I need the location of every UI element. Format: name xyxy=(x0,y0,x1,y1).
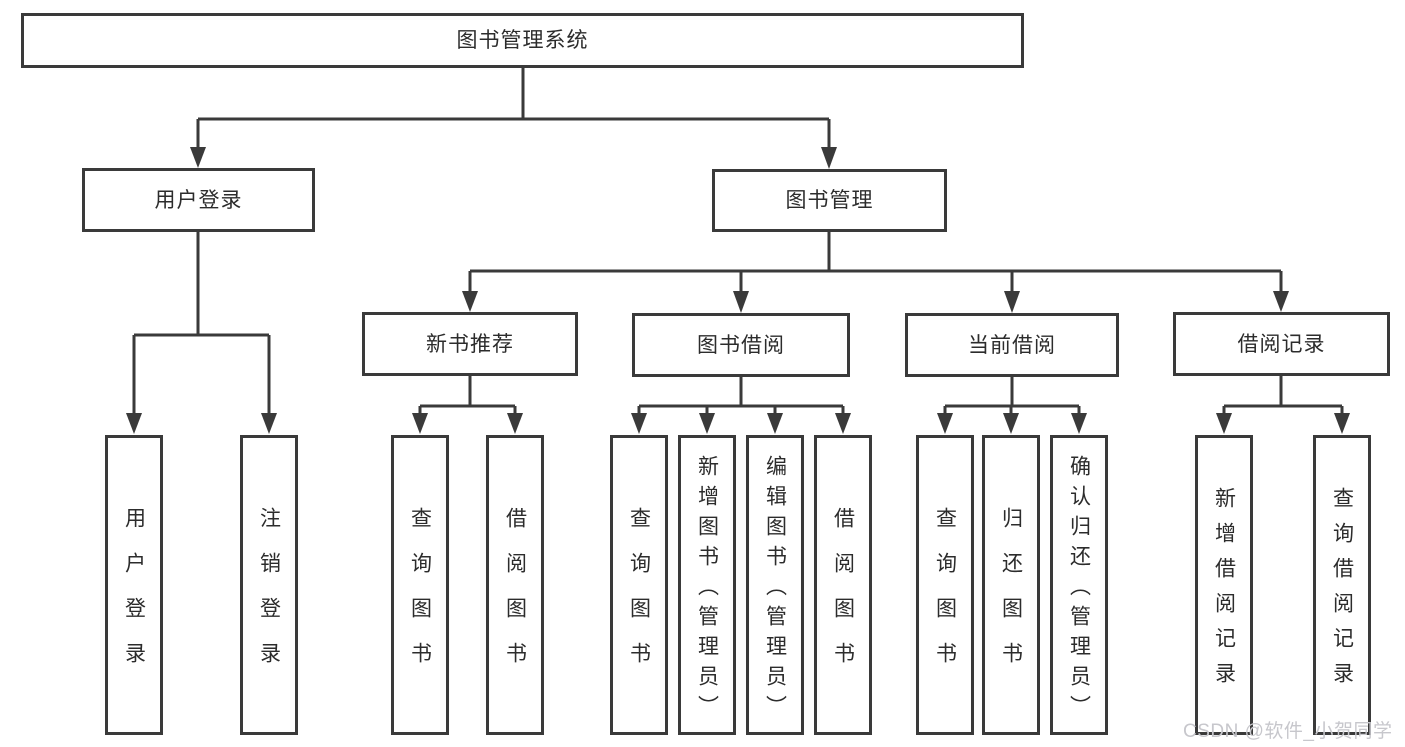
node-label: 图书借阅 xyxy=(697,333,785,357)
node-label: 查询图书 xyxy=(408,507,432,687)
node-label: 用户登录 xyxy=(154,188,243,212)
node-return-book: 归还图书 xyxy=(982,435,1040,735)
node-edit-book-admin: 编辑图书（管理员） xyxy=(746,435,804,735)
node-user-login-leaf: 用户登录 xyxy=(105,435,163,735)
node-current-borrowing: 当前借阅 xyxy=(905,313,1119,377)
node-library-management-system: 图书管理系统 xyxy=(21,13,1024,68)
node-label: 借阅图书 xyxy=(503,507,527,687)
node-label: 用户登录 xyxy=(122,507,146,687)
node-query-books-borrow: 查询图书 xyxy=(610,435,668,735)
node-add-borrow-record: 新增借阅记录 xyxy=(1195,435,1253,735)
node-label: 借阅记录 xyxy=(1237,332,1326,356)
node-label: 新增借阅记录 xyxy=(1212,487,1236,697)
node-label: 当前借阅 xyxy=(968,333,1056,357)
node-label: 图书管理 xyxy=(785,189,874,212)
node-user-login: 用户登录 xyxy=(82,168,315,232)
node-confirm-return-admin: 确认归还（管理员） xyxy=(1050,435,1108,735)
node-label: 查询借阅记录 xyxy=(1330,487,1354,697)
node-label: 查询图书 xyxy=(627,507,651,687)
node-label: 借阅图书 xyxy=(831,507,855,687)
csdn-watermark: CSDN @软件_小贺同学 xyxy=(1183,721,1393,742)
node-label: 新增图书（管理员） xyxy=(695,454,719,725)
node-query-borrow-record: 查询借阅记录 xyxy=(1313,435,1371,735)
node-borrow-books-recommend: 借阅图书 xyxy=(486,435,544,735)
node-book-management: 图书管理 xyxy=(712,169,947,232)
node-borrow-books-leaf: 借阅图书 xyxy=(814,435,872,735)
node-query-books-recommend: 查询图书 xyxy=(391,435,449,735)
node-add-book-admin: 新增图书（管理员） xyxy=(678,435,736,735)
node-label: 新书推荐 xyxy=(426,332,514,356)
node-logout: 注销登录 xyxy=(240,435,298,735)
arrowheads xyxy=(126,147,1350,434)
node-book-borrowing: 图书借阅 xyxy=(632,313,850,377)
node-label: 归还图书 xyxy=(999,507,1023,687)
node-query-books-current: 查询图书 xyxy=(916,435,974,735)
node-label: 注销登录 xyxy=(257,507,281,687)
node-label: 编辑图书（管理员） xyxy=(763,454,787,725)
node-label: 查询图书 xyxy=(933,507,957,687)
node-borrowing-records: 借阅记录 xyxy=(1173,312,1390,376)
node-label: 图书管理系统 xyxy=(456,29,589,52)
node-label: 确认归还（管理员） xyxy=(1067,454,1091,725)
node-new-book-recommendation: 新书推荐 xyxy=(362,312,578,376)
